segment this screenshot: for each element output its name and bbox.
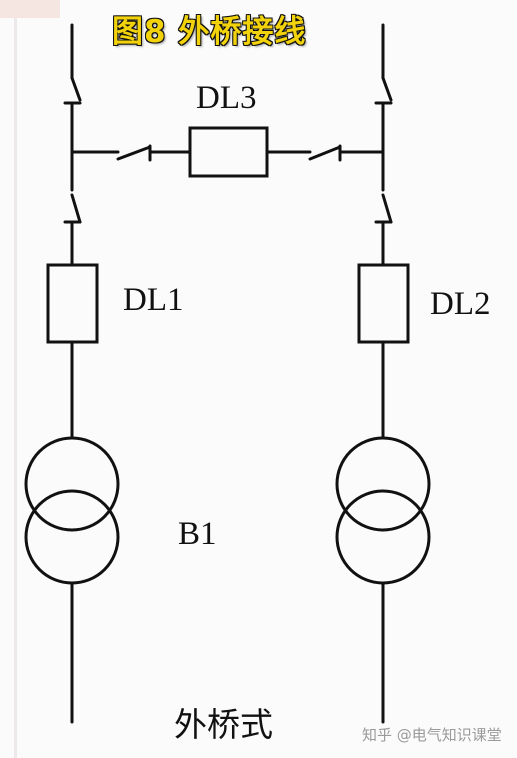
label-b1: B1 [178, 516, 217, 552]
watermark: 知乎 @电气知识课堂 [362, 726, 502, 744]
breaker-dl3 [188, 126, 269, 178]
right-lower-disconnector [381, 193, 393, 224]
label-dl1: DL1 [123, 282, 184, 318]
top-left-tint [0, 0, 60, 18]
transformer-b2-secondary-winding [335, 489, 431, 585]
transformer-b1-primary-winding [24, 436, 120, 532]
bridge-left-disconnector [116, 145, 152, 161]
label-dl2: DL2 [430, 286, 491, 322]
left-upper-disconnector [70, 76, 82, 102]
breaker-dl1 [46, 263, 99, 344]
right-upper-disconnector [381, 76, 393, 102]
transformer-b1-secondary-winding [24, 489, 120, 585]
diagram-caption: 外桥式 [174, 705, 273, 744]
left-margin-rule [14, 0, 17, 758]
transformer-b2-primary-winding [335, 436, 431, 532]
label-dl3: DL3 [196, 80, 257, 116]
left-lower-disconnector [70, 193, 82, 224]
breaker-dl2 [357, 263, 410, 344]
diagram-title: 图8 外桥接线 [111, 13, 307, 51]
bridge-right-disconnector [308, 145, 342, 161]
